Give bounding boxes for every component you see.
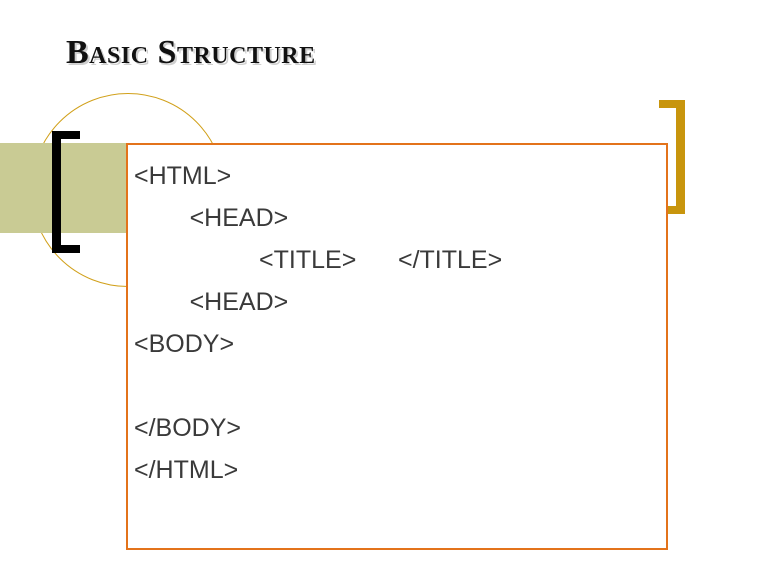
- open-bracket-icon: [52, 131, 80, 253]
- code-line: <TITLE> </TITLE>: [134, 246, 503, 274]
- code-line: <HEAD>: [134, 204, 289, 232]
- close-bracket-icon: [659, 100, 685, 214]
- code-content-box: <HTML> <HEAD> <TITLE> </TITLE> <HEAD> <B…: [126, 143, 668, 550]
- code-line-blank: [134, 365, 666, 407]
- code-line: <BODY>: [134, 330, 235, 358]
- code-line: <HEAD>: [134, 288, 289, 316]
- code-line: <HTML>: [134, 162, 232, 190]
- page-title: Basic Structure: [66, 34, 316, 71]
- code-line: </BODY>: [134, 414, 241, 442]
- code-line: </HTML>: [134, 456, 239, 484]
- khaki-band: [0, 143, 129, 233]
